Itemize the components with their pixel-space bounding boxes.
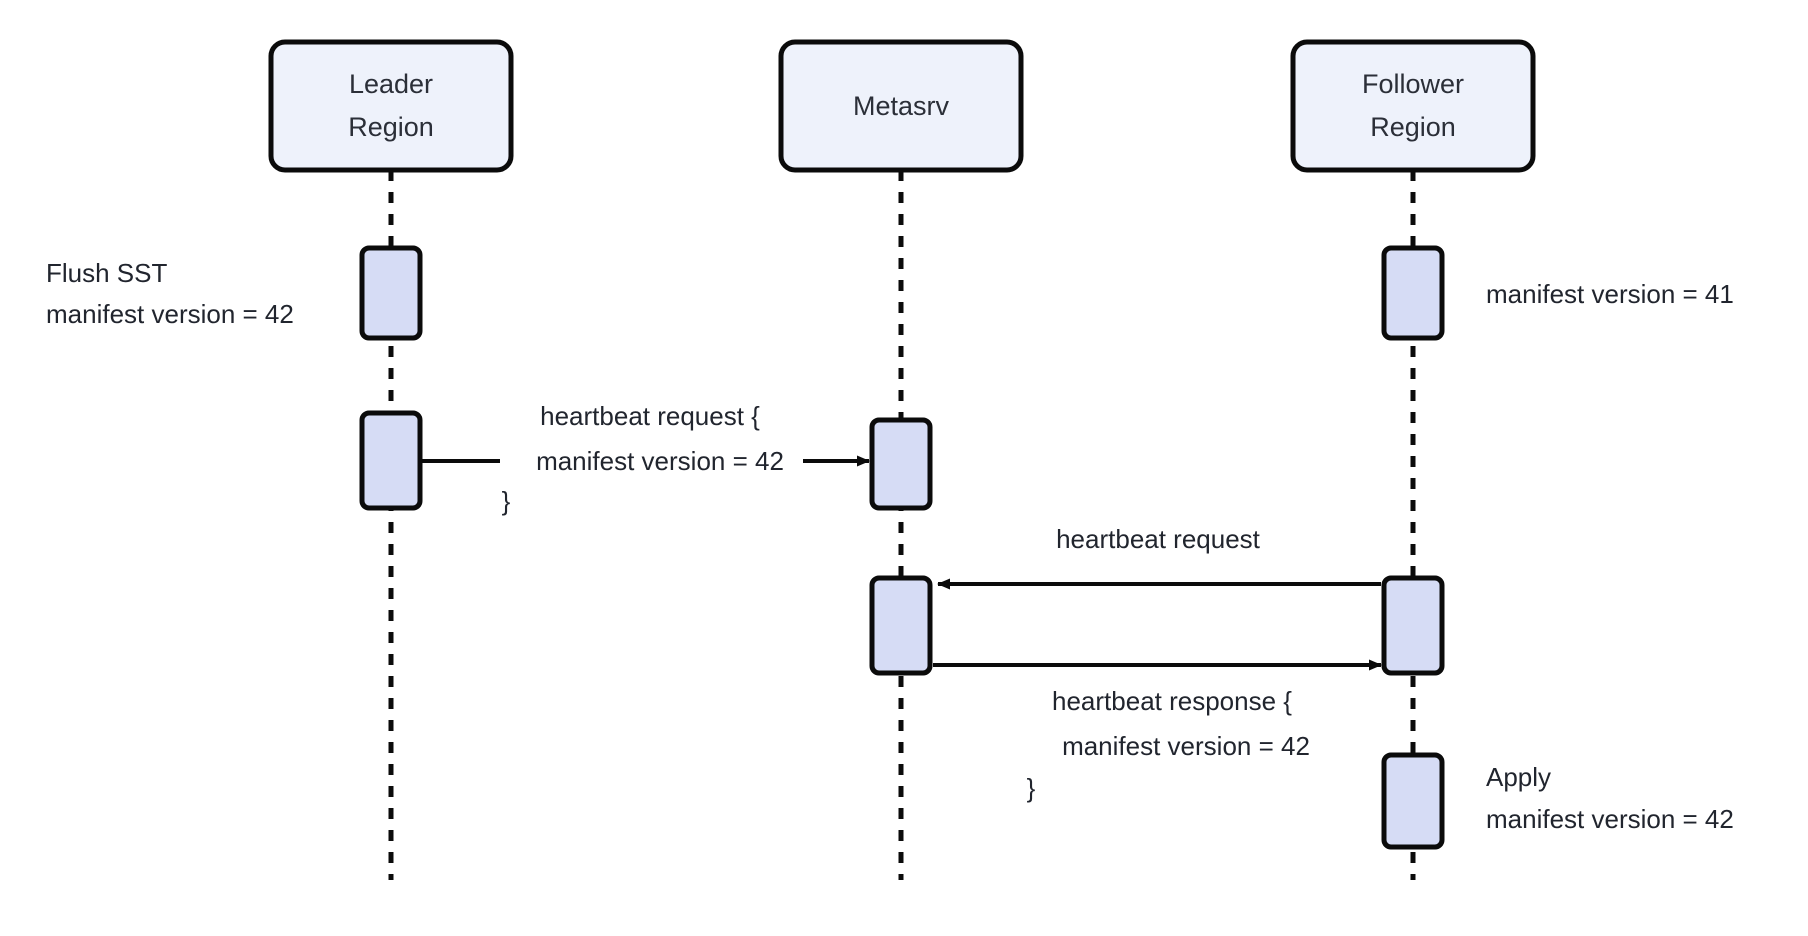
activation-leader-heartbeat[interactable] [359,410,423,511]
note-apply-line1: Apply [1486,762,1551,792]
message-leader-to-metasrv-label-line1: heartbeat request { [540,401,760,431]
note-apply-line2: manifest version = 42 [1486,804,1734,834]
message-follower-to-metasrv-label-line1: heartbeat request [1056,524,1261,554]
message-metasrv-to-follower: heartbeat response { manifest version = … [933,659,1382,803]
participant-metasrv-box[interactable] [778,39,1024,173]
note-flush-sst: Flush SST manifest version = 42 [46,258,294,329]
participant-follower-box[interactable] [1290,39,1536,173]
note-flush-sst-line2: manifest version = 42 [46,299,294,329]
participant-metasrv-label-line1: Metasrv [853,91,950,121]
activation-metasrv-heartbeat-in[interactable] [869,417,933,511]
activation-follower-heartbeat[interactable] [1381,575,1445,676]
participant-leader-label-line2: Region [348,112,434,142]
message-leader-to-metasrv-label-line2: manifest version = 42 [536,446,784,476]
note-follower-version-line1: manifest version = 41 [1486,279,1734,309]
message-leader-to-metasrv: heartbeat request { manifest version = 4… [422,401,870,516]
note-flush-sst-line1: Flush SST [46,258,167,288]
message-follower-to-metasrv: heartbeat request [937,524,1381,590]
note-apply: Apply manifest version = 42 [1486,762,1734,834]
note-follower-version: manifest version = 41 [1486,279,1734,309]
activation-metasrv-follower-exchange[interactable] [869,575,933,676]
participant-follower-label-line2: Region [1370,112,1456,142]
message-metasrv-to-follower-label-line1: heartbeat response { [1052,686,1292,716]
participant-leader[interactable]: Leader Region [268,39,514,173]
message-metasrv-to-follower-label-line2: manifest version = 42 [1062,731,1310,761]
activation-follower-apply[interactable] [1381,752,1445,850]
message-metasrv-to-follower-label-line3: } [1027,773,1036,803]
message-leader-to-metasrv-label-line3: } [502,486,511,516]
participant-leader-label-line1: Leader [349,69,433,99]
participant-leader-box[interactable] [268,39,514,173]
participant-follower-label-line1: Follower [1362,69,1464,99]
activation-leader-flush[interactable] [359,245,423,341]
activation-boxes [359,245,1445,850]
activation-follower-version[interactable] [1381,245,1445,341]
participant-follower[interactable]: Follower Region [1290,39,1536,173]
participant-metasrv[interactable]: Metasrv [778,39,1024,173]
